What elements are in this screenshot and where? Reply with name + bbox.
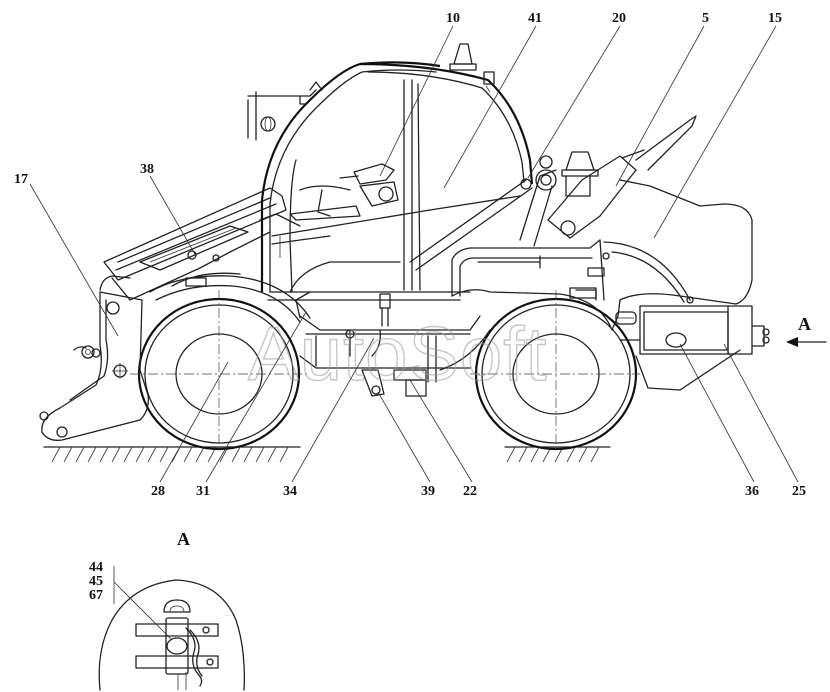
- cab: [247, 43, 534, 327]
- callout-39: 39: [421, 484, 435, 499]
- ground-rear: [504, 446, 611, 463]
- view-arrow-a: A: [786, 314, 827, 347]
- detail-view-label: A: [177, 529, 190, 549]
- callout-20: 20: [612, 11, 626, 26]
- rear-wheel: [470, 290, 640, 452]
- callout-31: 31: [196, 484, 210, 499]
- callout-28: 28: [151, 484, 165, 499]
- rear-brace: [409, 169, 557, 271]
- callout-36: 36: [745, 484, 759, 499]
- front-fender: [149, 272, 311, 323]
- callout-67: 67: [89, 588, 103, 603]
- callout-38: 38: [140, 162, 154, 177]
- callout-10: 10: [446, 11, 460, 26]
- callout-25: 25: [792, 484, 806, 499]
- callout-numbers: 10 41 20 5 15 17 38 28 31 34 39 22 36 25: [14, 11, 806, 499]
- view-arrow-label: A: [798, 314, 811, 334]
- chassis-frame: [295, 291, 491, 397]
- watermark: AutoSoft: [248, 312, 548, 397]
- engine-hood: [451, 115, 753, 331]
- callout-34: 34: [283, 484, 297, 499]
- detail-view-a: A 44 45 67: [89, 529, 245, 691]
- callout-41: 41: [528, 11, 542, 26]
- boom-arm: [103, 187, 301, 301]
- leader-lines: [29, 25, 799, 483]
- front-attachment: [39, 275, 149, 441]
- callout-5: 5: [702, 11, 709, 26]
- rear-counterweight: [615, 305, 770, 391]
- callout-22: 22: [463, 484, 477, 499]
- callout-44: 44: [89, 560, 103, 575]
- callout-45: 45: [89, 574, 103, 589]
- front-wheel: [130, 290, 310, 452]
- callout-15: 15: [768, 11, 782, 26]
- ground-front: [43, 446, 301, 463]
- callout-17: 17: [14, 172, 28, 187]
